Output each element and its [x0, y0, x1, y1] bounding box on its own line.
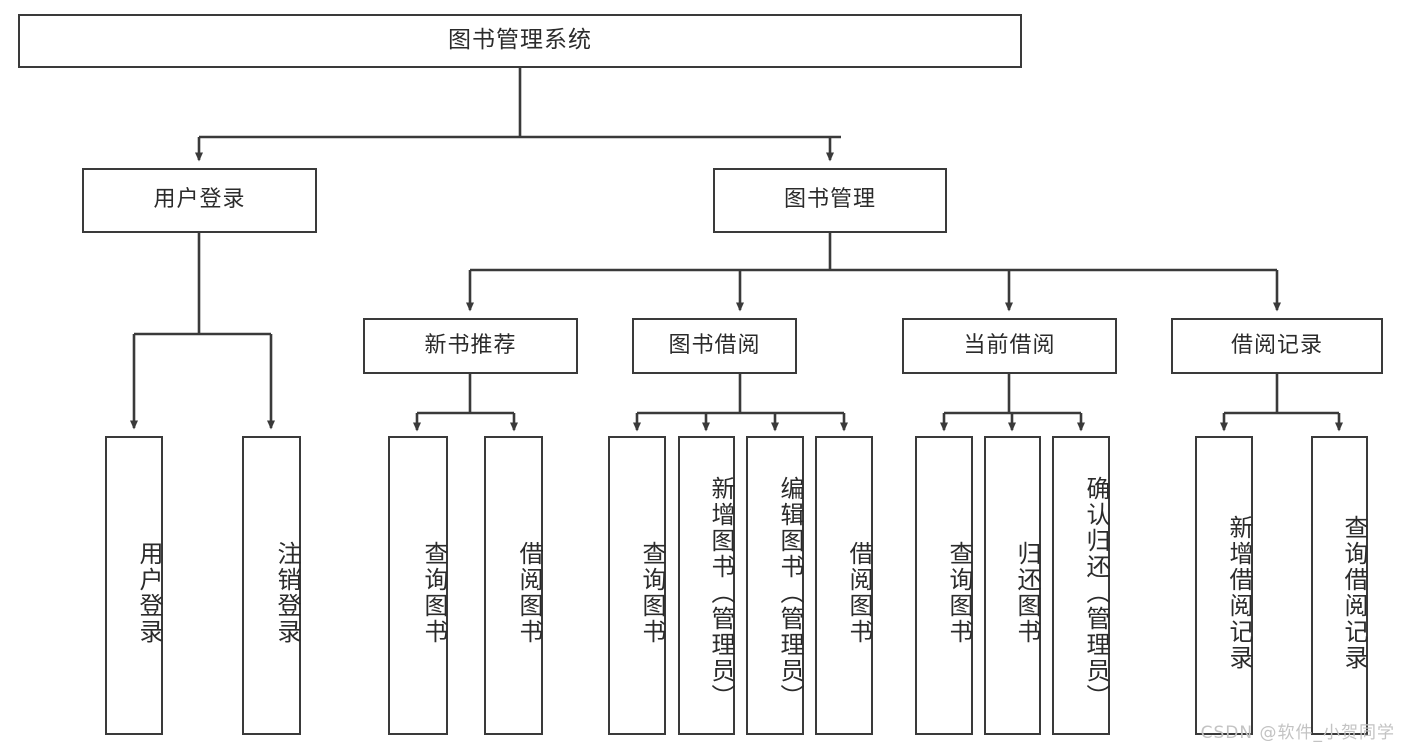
node-label: 确认归还（管理员） — [1082, 475, 1110, 710]
node-borrow-record[interactable]: 借阅记录 — [1171, 318, 1383, 374]
node-label: 查询图书 — [420, 540, 448, 645]
node-label: 图书借阅 — [668, 332, 761, 358]
leaf-newbook-query-book[interactable]: 查询图书 — [388, 436, 448, 735]
node-label: 新增图书（管理员） — [707, 475, 735, 710]
node-book-borrow[interactable]: 图书借阅 — [632, 318, 797, 374]
node-label: 归还图书 — [1013, 540, 1041, 645]
node-user-login[interactable]: 用户登录 — [82, 168, 317, 233]
leaf-borrow-edit-book-admin[interactable]: 编辑图书（管理员） — [746, 436, 804, 735]
node-label: 查询图书 — [638, 540, 666, 645]
node-label: 新增借阅记录 — [1225, 514, 1253, 671]
leaf-user-logout[interactable]: 注销登录 — [242, 436, 301, 735]
node-label: 图书管理系统 — [448, 27, 592, 54]
node-label: 注销登录 — [273, 540, 301, 645]
node-label: 用户登录 — [153, 187, 246, 213]
node-label: 借阅记录 — [1230, 332, 1323, 358]
node-label: 借阅图书 — [515, 540, 543, 645]
leaf-record-add-record[interactable]: 新增借阅记录 — [1195, 436, 1253, 735]
node-current-borrow[interactable]: 当前借阅 — [902, 318, 1117, 374]
leaf-borrow-add-book-admin[interactable]: 新增图书（管理员） — [678, 436, 735, 735]
node-label: 查询图书 — [945, 540, 973, 645]
node-book-management[interactable]: 图书管理 — [713, 168, 947, 233]
node-label: 借阅图书 — [845, 540, 873, 645]
node-label: 用户登录 — [135, 540, 163, 645]
node-label: 图书管理 — [783, 187, 876, 213]
leaf-borrow-query-book[interactable]: 查询图书 — [608, 436, 666, 735]
node-new-book-recommend[interactable]: 新书推荐 — [363, 318, 578, 374]
node-label: 新书推荐 — [424, 332, 517, 358]
leaf-current-query-book[interactable]: 查询图书 — [915, 436, 973, 735]
leaf-user-login[interactable]: 用户登录 — [105, 436, 163, 735]
node-label: 编辑图书（管理员） — [776, 475, 804, 710]
leaf-borrow-lend-book[interactable]: 借阅图书 — [815, 436, 873, 735]
node-root-system[interactable]: 图书管理系统 — [18, 14, 1022, 68]
leaf-current-confirm-return-admin[interactable]: 确认归还（管理员） — [1052, 436, 1110, 735]
leaf-current-return-book[interactable]: 归还图书 — [984, 436, 1041, 735]
watermark: CSDN @软件_小贺同学 — [1200, 723, 1395, 743]
leaf-newbook-borrow-book[interactable]: 借阅图书 — [484, 436, 543, 735]
node-label: 查询借阅记录 — [1340, 514, 1368, 671]
node-label: 当前借阅 — [963, 332, 1056, 358]
leaf-record-query-record[interactable]: 查询借阅记录 — [1311, 436, 1368, 735]
